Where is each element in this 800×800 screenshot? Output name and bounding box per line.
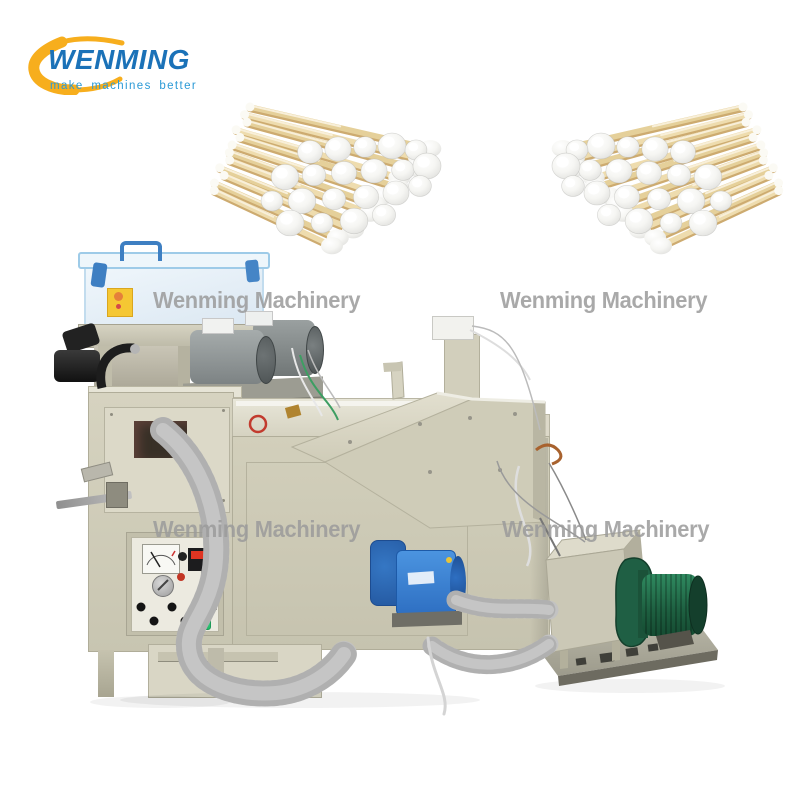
tower-opening [134,421,187,458]
green-fan-volute [615,557,654,648]
gray-motor-rear-terminal-box [245,311,273,326]
power-indicator-button [196,611,211,630]
green-motor-foot [656,630,694,650]
midbody-top-rail-highlight [236,401,466,406]
tower-leg-right [208,648,224,682]
green-motor-endcap [688,575,708,635]
black-side-motor [54,350,100,382]
analog-gauge [142,544,180,574]
blue-motor-label [407,571,435,585]
collector-unit [536,529,718,686]
blue-motor-endcap [450,556,466,610]
watermark: Wenming Machinery [502,516,710,542]
collector-leg [612,639,620,661]
gray-motor-front [190,330,264,384]
gray-motor-rear-endcap [306,326,324,374]
brand-tagline: make machines better [50,80,198,92]
green-motor-flange [638,570,648,638]
storage-box-clip-right [244,259,261,283]
blue-motor-eyebolt [446,557,452,563]
storage-box-handle [120,241,162,261]
storage-box-rim [78,252,270,269]
gray-motor-front-endcap [256,336,276,384]
temperature-display [191,551,208,559]
blue-motor-mount [392,610,462,628]
top-duct [444,334,480,406]
watermark: Wenming Machinery [153,516,361,542]
collector-base-front [558,650,718,686]
frame-column-right [178,346,190,392]
box-label-figure [114,292,123,301]
black-knob-small [178,552,187,561]
collector-leg [560,647,568,669]
collector-base-plate [536,626,718,676]
brand-name: WENMING [48,44,190,75]
red-knob [177,573,185,581]
top-junction-box [432,316,474,340]
base-hardware [575,643,659,666]
watermark: Wenming Machinery [500,287,708,313]
green-motor [642,574,698,636]
tower-leg-left [98,650,114,697]
logo-swoosh-icon [28,36,125,95]
slot-bracket-groove [206,577,210,601]
panel-screws [110,413,113,416]
cotton-swab-pile-right [551,102,784,255]
side-lever-bracket [106,482,128,508]
watermark: Wenming Machinery [153,287,361,313]
rotary-switch [152,575,174,597]
collector-box-side [624,530,648,638]
cotton-swab-pile-left [209,102,442,255]
collector-box-front [545,548,632,653]
gray-motor-front-terminal-box [202,318,234,334]
